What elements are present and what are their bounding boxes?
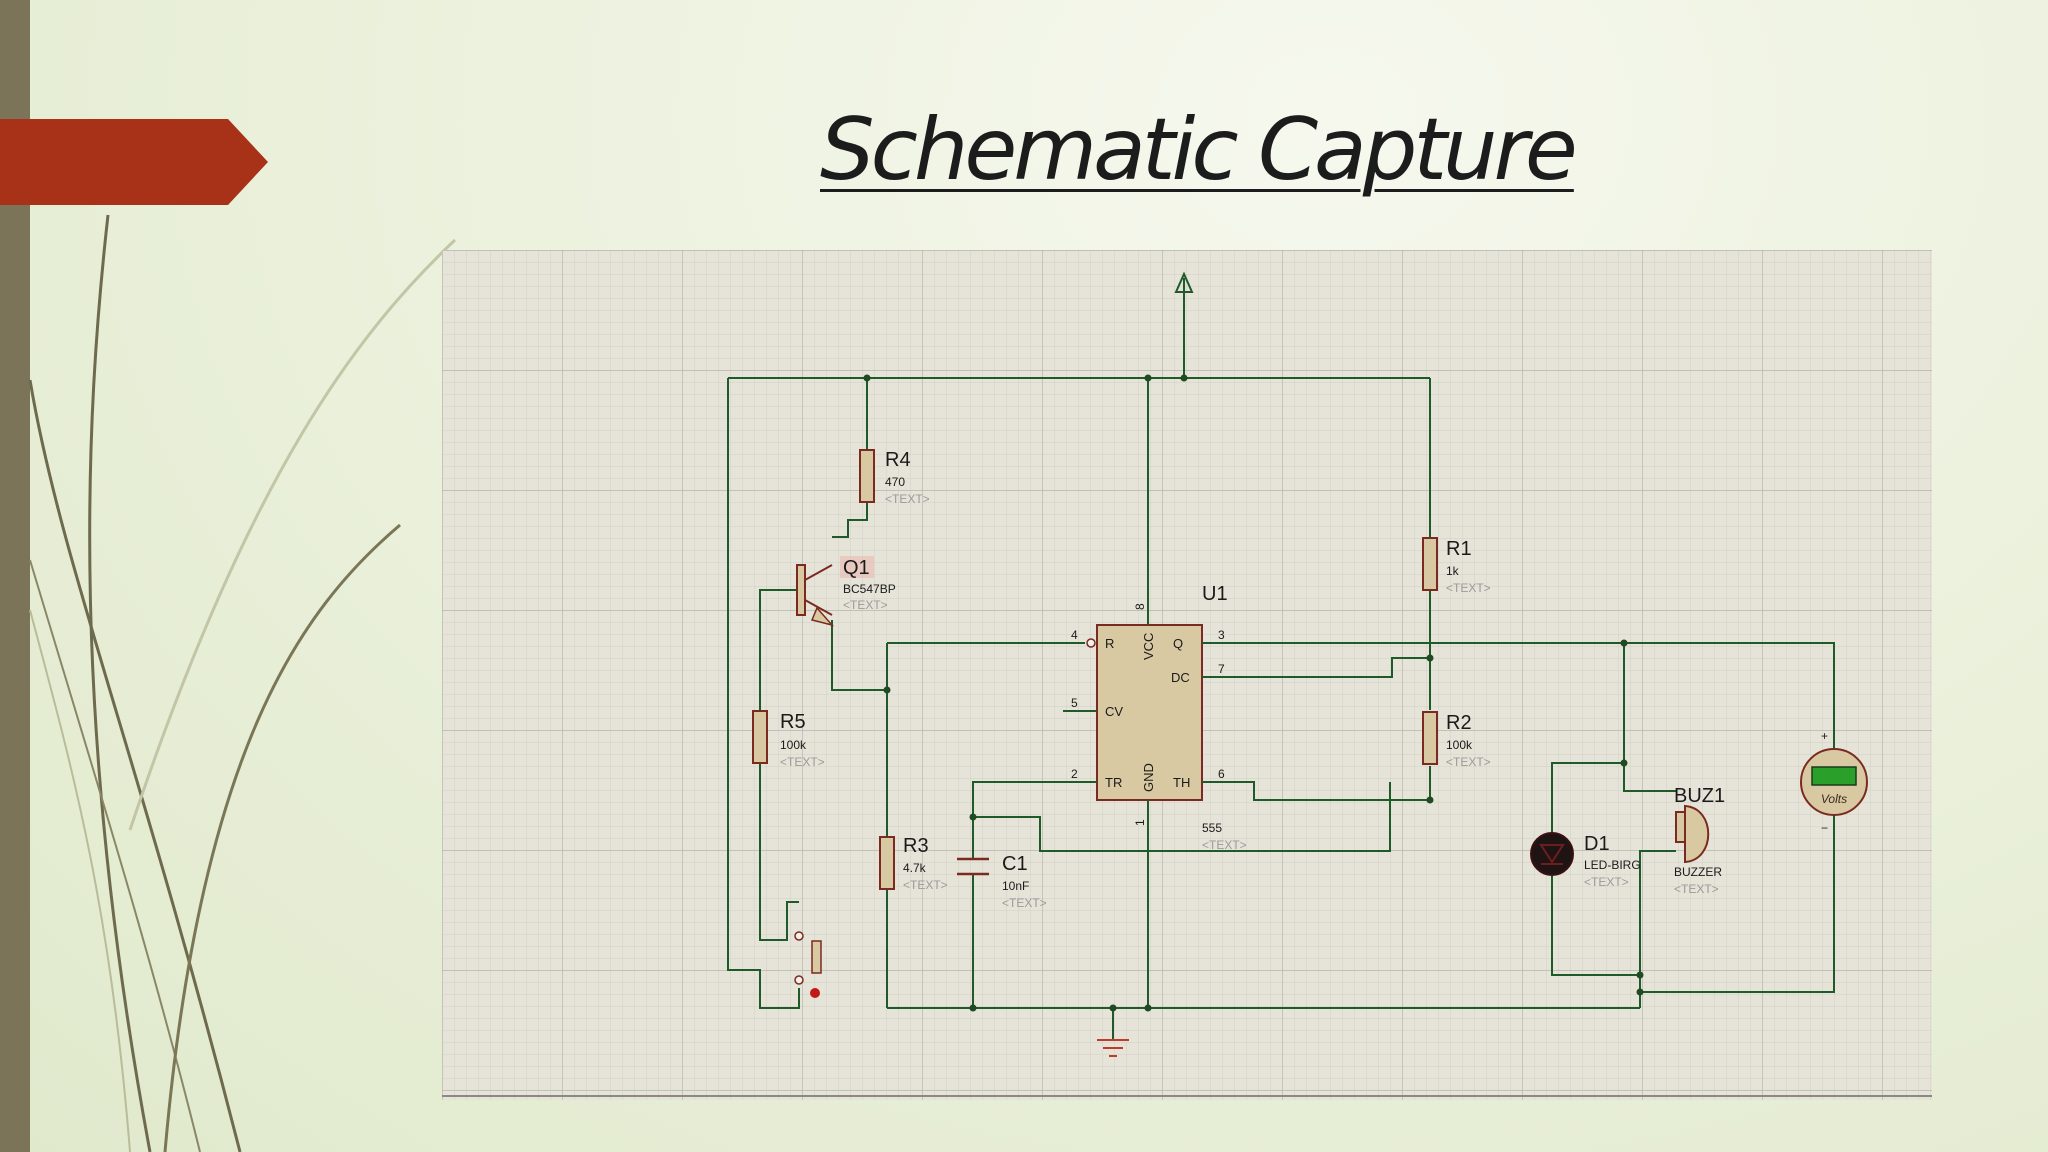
svg-text:C1: C1 <box>1002 853 1028 875</box>
svg-text:100k: 100k <box>1446 738 1473 752</box>
svg-text:4.7k: 4.7k <box>903 861 927 875</box>
svg-text:BUZ1: BUZ1 <box>1674 785 1725 807</box>
svg-text:5: 5 <box>1071 696 1078 710</box>
svg-text:10nF: 10nF <box>1002 879 1029 893</box>
svg-text:<TEXT>: <TEXT> <box>1002 896 1047 910</box>
svg-text:CV: CV <box>1105 704 1123 719</box>
svg-text:R3: R3 <box>903 835 929 857</box>
decorative-curves <box>28 214 457 1152</box>
svg-text:R1: R1 <box>1446 538 1472 560</box>
svg-text:VCC: VCC <box>1141 633 1156 660</box>
svg-text:Q1: Q1 <box>843 557 870 579</box>
transistor-q1[interactable]: Q1 BC547BP <TEXT> <box>796 556 896 627</box>
svg-text:D1: D1 <box>1584 833 1610 855</box>
svg-text:<TEXT>: <TEXT> <box>780 755 825 769</box>
slide-title: Schematic Capture <box>820 100 1578 200</box>
svg-text:<TEXT>: <TEXT> <box>1446 755 1491 769</box>
vcc-terminal[interactable] <box>1174 271 1194 293</box>
svg-text:470: 470 <box>885 475 905 489</box>
circuit-schematic: R4 470 <TEXT> Q1 BC547BP <TEXT> R5 100k … <box>442 250 1932 1100</box>
resistor-r5[interactable]: R5 100k <TEXT> <box>752 710 825 769</box>
svg-text:555: 555 <box>1202 821 1222 835</box>
svg-text:DC: DC <box>1171 670 1190 685</box>
svg-text:<TEXT>: <TEXT> <box>1446 581 1491 595</box>
svg-text:TH: TH <box>1173 775 1190 790</box>
resistor-r4[interactable]: R4 470 <TEXT> <box>859 449 930 506</box>
svg-text:R4: R4 <box>885 449 911 471</box>
capacitor-c1[interactable]: C1 10nF <TEXT> <box>957 853 1047 910</box>
svg-text:<TEXT>: <TEXT> <box>1584 875 1629 889</box>
svg-text:Q: Q <box>1173 636 1183 651</box>
svg-text:2: 2 <box>1071 767 1078 781</box>
svg-text:R: R <box>1105 636 1114 651</box>
junction-dots <box>863 374 1644 1012</box>
svg-text:−: − <box>1821 821 1828 835</box>
svg-text:<TEXT>: <TEXT> <box>885 492 930 506</box>
svg-text:R5: R5 <box>780 711 806 733</box>
svg-text:TR: TR <box>1105 775 1122 790</box>
svg-text:6: 6 <box>1218 767 1225 781</box>
resistor-r2[interactable]: R2 100k <TEXT> <box>1422 711 1491 769</box>
svg-text:<TEXT>: <TEXT> <box>1202 838 1247 852</box>
svg-text:3: 3 <box>1218 628 1225 642</box>
ground-symbol[interactable] <box>1097 1039 1129 1057</box>
svg-text:<TEXT>: <TEXT> <box>1674 882 1719 896</box>
title-accent-arrow <box>0 119 268 205</box>
push-button-switch[interactable] <box>794 931 822 998</box>
wires <box>727 285 1835 1040</box>
svg-text:1k: 1k <box>1446 564 1460 578</box>
svg-text:BC547BP: BC547BP <box>843 582 896 596</box>
voltmeter[interactable]: Volts + − <box>1800 729 1868 835</box>
led-d1[interactable]: D1 LED-BIRG <TEXT> <box>1530 832 1641 889</box>
svg-text:LED-BIRG: LED-BIRG <box>1584 858 1641 872</box>
svg-text:R2: R2 <box>1446 712 1472 734</box>
buzzer-buz1[interactable]: BUZ1 BUZZER <TEXT> <box>1674 785 1725 896</box>
svg-text:<TEXT>: <TEXT> <box>843 598 888 612</box>
resistor-r1[interactable]: R1 1k <TEXT> <box>1422 537 1491 595</box>
svg-text:4: 4 <box>1071 628 1078 642</box>
svg-text:1: 1 <box>1133 819 1147 826</box>
svg-text:8: 8 <box>1133 603 1147 610</box>
svg-text:Volts: Volts <box>1821 792 1847 806</box>
svg-text:+: + <box>1821 729 1828 743</box>
svg-text:<TEXT>: <TEXT> <box>903 878 948 892</box>
svg-text:U1: U1 <box>1202 583 1228 605</box>
svg-text:BUZZER: BUZZER <box>1674 865 1722 879</box>
ic-u1-555-timer[interactable]: R CV TR Q DC TH VCC GND 4 5 2 3 7 6 8 1 … <box>1063 583 1247 852</box>
svg-text:GND: GND <box>1141 763 1156 792</box>
resistor-r3[interactable]: R3 4.7k <TEXT> <box>879 835 948 892</box>
svg-text:100k: 100k <box>780 738 807 752</box>
svg-text:7: 7 <box>1218 662 1225 676</box>
